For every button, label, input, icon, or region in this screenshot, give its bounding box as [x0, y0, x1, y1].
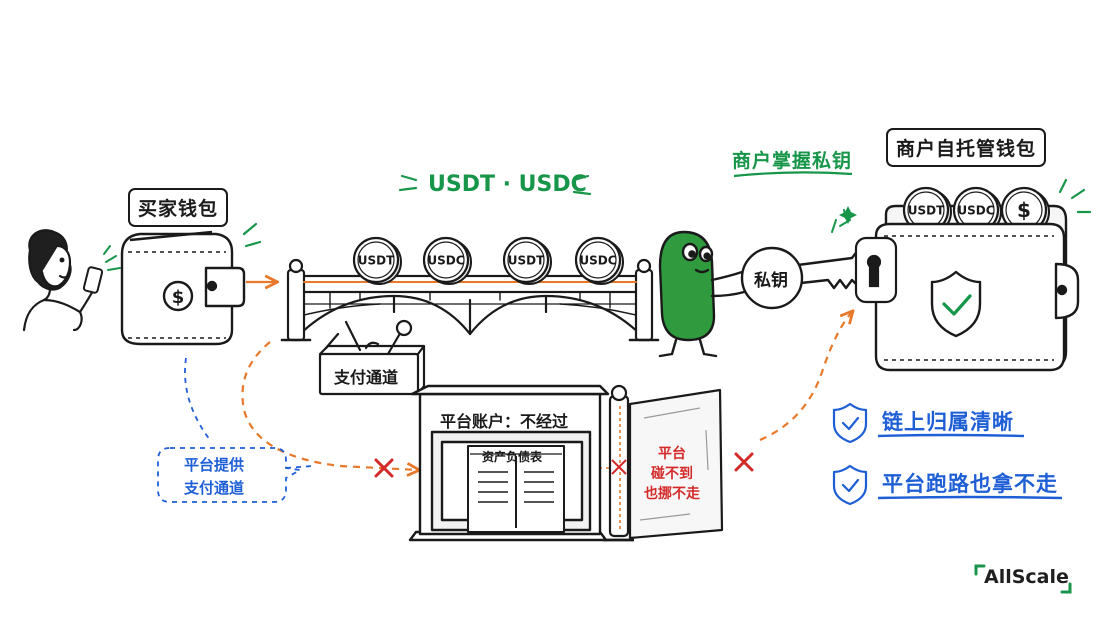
provider-link — [285, 465, 313, 469]
coin-label: USDT — [358, 253, 395, 267]
coin-icon: USDT — [352, 236, 402, 285]
coin-icon: USDC — [574, 236, 624, 285]
shield-check-icon — [930, 270, 982, 338]
shield-check-icon — [832, 464, 868, 506]
merchant-key-text: 商户掌握私钥 — [732, 150, 853, 172]
character-icon — [658, 230, 746, 358]
keyhole-icon — [854, 236, 898, 304]
coin-icon: USDT — [502, 236, 552, 285]
payment-channel-text: 支付通道 — [334, 368, 399, 387]
coin-label: USDC — [579, 253, 616, 267]
stablecoins-text: USDT · USDC — [428, 172, 587, 197]
cross-icon — [374, 458, 394, 478]
provider-bubble — [157, 447, 303, 503]
benefit-1-text: 链上归属清晰 — [882, 410, 1014, 434]
cross-icon — [734, 452, 754, 472]
provider-link — [184, 357, 211, 441]
coin-label: USDC — [427, 253, 464, 267]
benefit-underline — [877, 495, 1063, 500]
platform-account-text: 平台账户：不经过 — [440, 412, 569, 431]
benefit-underline — [877, 433, 1025, 438]
book-icon — [467, 445, 565, 533]
bridge-coins: USDT USDC USDT USDC — [352, 236, 624, 285]
platform-cannot-text: 平台 碰不到 也挪不走 — [644, 446, 700, 502]
logo-icon — [974, 564, 1072, 594]
platform-provides-text: 平台提供 支付通道 — [184, 456, 245, 497]
bridge-icon — [280, 258, 660, 342]
flow-arrow — [241, 341, 418, 470]
buyer-wallet-label: 买家钱包 — [128, 188, 229, 227]
merchant-key-underline — [733, 171, 853, 178]
allscale-logo: AllScale — [984, 566, 1069, 588]
phone-icon — [82, 245, 121, 294]
flow-arrow — [759, 312, 852, 442]
svg-text:$: $ — [172, 287, 185, 308]
person-icon — [22, 229, 98, 332]
merchant-wallet-label: 商户自托管钱包 — [886, 128, 1047, 167]
balance-sheet-text: 资产负债表 — [482, 450, 543, 464]
coin-label: $ — [1017, 198, 1031, 222]
coin-label: USDT — [508, 253, 545, 267]
private-key-text: 私钥 — [754, 271, 788, 291]
benefit-2-text: 平台跑路也拿不走 — [882, 472, 1058, 496]
coin-label: USDC — [957, 203, 994, 217]
shield-check-icon — [832, 402, 868, 444]
coin-label: USDT — [908, 203, 945, 217]
toolbox-icon — [318, 319, 426, 396]
glass-door-icon — [604, 384, 724, 542]
coin-icon: USDC — [422, 236, 472, 285]
wallet-icon: $ — [120, 230, 246, 346]
